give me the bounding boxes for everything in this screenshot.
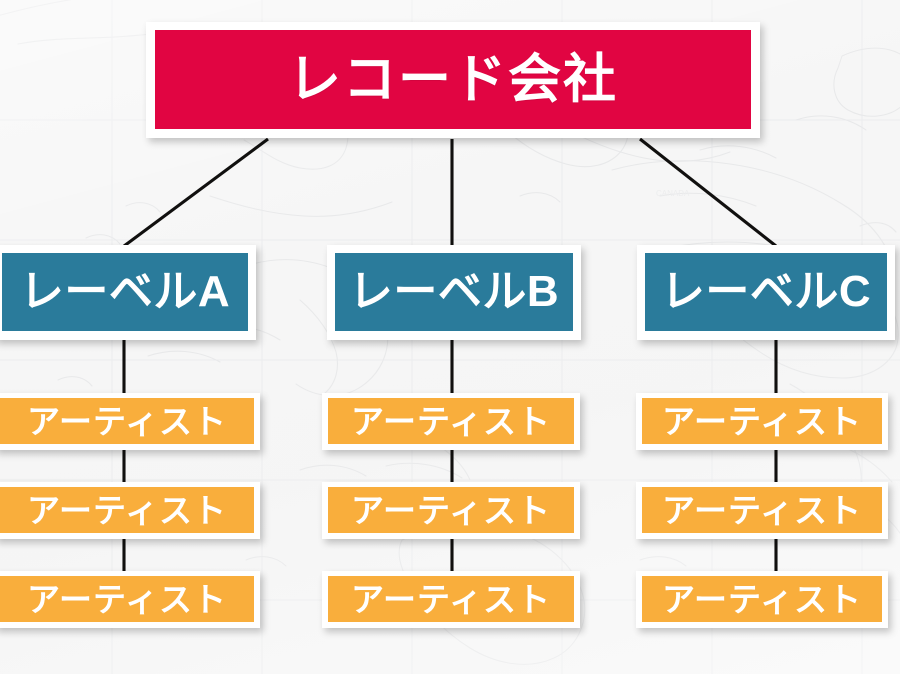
node-label-c[interactable]: レーベルC [637,245,895,340]
node-artist-b1-fill: アーティスト [328,398,574,444]
node-artist-c2-label: アーティスト [661,491,863,529]
node-artist-b2-fill: アーティスト [328,487,574,533]
node-artist-b1[interactable]: アーティスト [322,393,580,450]
node-record-company-label: レコード会社 [288,50,618,109]
node-label-a-label: レーベルA [19,267,231,316]
node-label-a[interactable]: レーベルA [0,245,256,340]
node-artist-c3-fill: アーティスト [642,576,882,622]
node-artist-b2-label: アーティスト [350,491,552,529]
node-label-a-fill: レーベルA [2,253,248,331]
node-artist-c1-label: アーティスト [661,402,863,440]
edge-root-to-label-a [123,137,269,248]
node-artist-a2[interactable]: アーティスト [0,482,260,539]
node-label-b-label: レーベルB [348,267,560,316]
node-artist-a3-fill: アーティスト [0,576,254,622]
node-artist-c3[interactable]: アーティスト [636,571,888,628]
node-artist-c2[interactable]: アーティスト [636,482,888,539]
node-label-c-fill: レーベルC [645,253,887,331]
node-label-b[interactable]: レーベルB [327,245,581,340]
node-artist-a1[interactable]: アーティスト [0,393,260,450]
node-artist-b3-fill: アーティスト [328,576,574,622]
node-artist-c2-fill: アーティスト [642,487,882,533]
node-artist-b3[interactable]: アーティスト [322,571,580,628]
svg-text:CANADA: CANADA [656,189,690,198]
node-artist-a1-label: アーティスト [26,402,228,440]
node-artist-c1[interactable]: アーティスト [636,393,888,450]
node-label-c-label: レーベルC [660,267,872,316]
node-artist-a3-label: アーティスト [26,580,228,618]
node-artist-b3-label: アーティスト [350,580,552,618]
node-artist-a1-fill: アーティスト [0,398,254,444]
node-label-b-fill: レーベルB [335,253,573,331]
edge-root-to-label-c [639,137,777,248]
node-record-company-fill: レコード会社 [155,30,751,129]
node-record-company[interactable]: レコード会社 [146,22,760,138]
node-artist-b1-label: アーティスト [350,402,552,440]
node-artist-c1-fill: アーティスト [642,398,882,444]
node-artist-a2-label: アーティスト [26,491,228,529]
node-artist-c3-label: アーティスト [661,580,863,618]
node-artist-a2-fill: アーティスト [0,487,254,533]
node-artist-a3[interactable]: アーティスト [0,571,260,628]
node-artist-b2[interactable]: アーティスト [322,482,580,539]
